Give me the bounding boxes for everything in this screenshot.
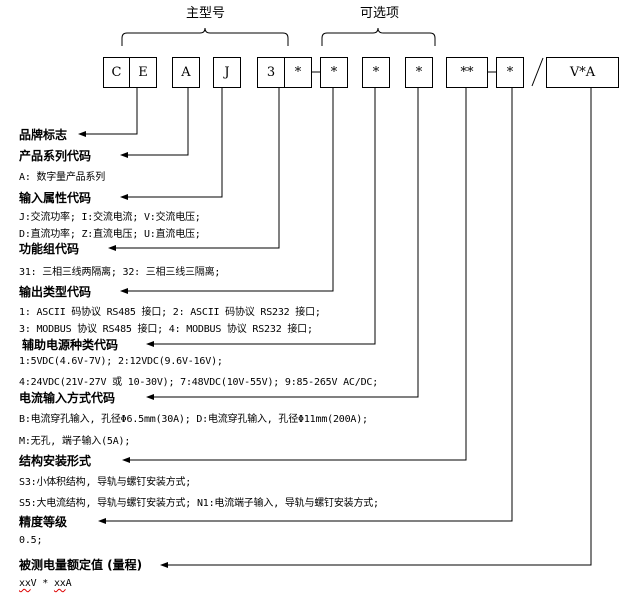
output-line-1: 1: ASCII 码协议 RS485 接口; 2: ASCII 码协议 RS23…	[19, 307, 321, 318]
wire-accuracy	[100, 88, 513, 522]
aux-line-1: 1:5VDC(4.6V-7V); 2:12VDC(9.6V-16V);	[19, 356, 223, 367]
aux-line-2: 4:24VDC(21V-27V 或 10-30V); 7:48VDC(10V-5…	[19, 377, 379, 388]
rated-example-current-digits: xx	[53, 578, 66, 589]
wire-series	[122, 88, 189, 156]
current-line-2: M:无孔, 端子输入(5A);	[19, 436, 131, 447]
input-attr-line-1: J:交流功率; I:交流电流; V:交流电压;	[19, 212, 201, 223]
arrow-function	[108, 245, 116, 251]
arrow-input-attr	[120, 194, 128, 200]
main-model-brace	[121, 27, 289, 46]
arrow-rated	[160, 562, 168, 568]
heading-series: 产品系列代码	[19, 149, 92, 163]
code-box-aux: *	[362, 57, 390, 88]
code-box-3: 3	[257, 57, 285, 88]
output-line-2: 3: MODBUS 协议 RS485 接口; 4: MODBUS 协议 RS23…	[19, 324, 313, 335]
wire-input-attr	[122, 88, 223, 198]
rated-example-voltage-digits: xx	[19, 578, 31, 589]
code-box-a: A	[172, 57, 200, 88]
arrow-structure	[122, 457, 130, 463]
code-box-structure: **	[446, 57, 488, 88]
heading-structure: 结构安装形式	[19, 454, 92, 468]
series-line-1: A: 数字量产品系列	[19, 172, 106, 183]
heading-accuracy: 精度等级	[19, 515, 68, 529]
arrow-output	[120, 288, 128, 294]
function-line-1: 31: 三相三线两隔离; 32: 三相三线三隔离;	[19, 267, 221, 278]
rated-example-voltage-unit: V *	[30, 578, 54, 589]
wire-function	[110, 88, 280, 249]
input-attr-line-2: D:直流功率; Z:直流电压; U:直流电压;	[19, 229, 201, 240]
code-box-function-star: *	[284, 57, 312, 88]
heading-current: 电流输入方式代码	[19, 391, 116, 405]
options-label: 可选项	[360, 6, 400, 21]
wire-current	[148, 88, 419, 398]
wire-aux	[148, 88, 376, 345]
wire-output	[122, 88, 334, 292]
heading-aux: 辅助电源种类代码	[22, 338, 119, 352]
wire-brand	[80, 88, 138, 135]
heading-input-attr: 输入属性代码	[19, 191, 92, 205]
code-box-current: *	[405, 57, 433, 88]
current-line-1: B:电流穿孔输入, 孔径Φ6.5mm(30A); D:电流穿孔输入, 孔径Φ11…	[19, 414, 368, 425]
slash-line	[531, 57, 544, 87]
rated-example-current-unit: A	[65, 578, 72, 589]
arrow-series	[120, 152, 128, 158]
options-brace	[321, 27, 436, 46]
arrow-brand	[78, 131, 86, 137]
rated-example: xxV * xxA	[19, 578, 72, 589]
main-model-label: 主型号	[186, 6, 226, 21]
heading-rated: 被测电量额定值 (量程)	[19, 558, 143, 572]
arrow-aux	[146, 341, 154, 347]
heading-brand: 品牌标志	[19, 128, 68, 142]
structure-line-2: S5:大电流结构, 导轨与螺钉安装方式; N1:电流端子输入, 导轨与螺钉安装方…	[19, 498, 379, 509]
wire-structure	[124, 88, 467, 461]
accuracy-line-1: 0.5;	[19, 535, 43, 546]
code-box-j: J	[213, 57, 241, 88]
structure-line-1: S3:小体积结构, 导轨与螺钉安装方式;	[19, 477, 192, 488]
wire-rated	[162, 88, 592, 566]
code-box-c: C	[103, 57, 130, 88]
code-box-rated: V*A	[546, 57, 619, 88]
code-box-output: *	[320, 57, 348, 88]
arrow-current	[146, 394, 154, 400]
code-box-accuracy: *	[496, 57, 524, 88]
heading-function: 功能组代码	[19, 242, 80, 256]
code-box-e: E	[129, 57, 157, 88]
heading-output: 输出类型代码	[19, 285, 92, 299]
arrow-accuracy	[98, 518, 106, 524]
